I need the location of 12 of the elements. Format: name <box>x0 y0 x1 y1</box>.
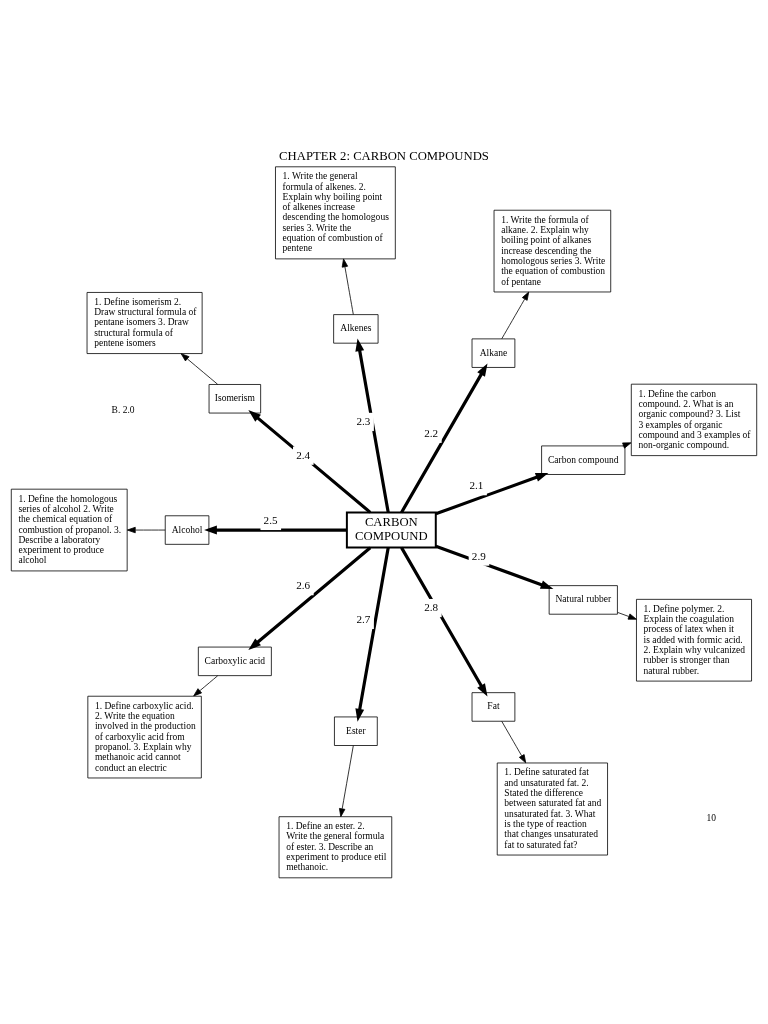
edge-label: 2.5 <box>263 514 278 527</box>
edge-label: 2.3 <box>356 415 371 428</box>
edge-label: 2.9 <box>471 549 486 562</box>
diagram-title: CHAPTER 2: CARBON COMPOUNDS <box>279 148 489 163</box>
edge-label: 2.2 <box>424 427 439 440</box>
edge-label: 2.4 <box>296 449 311 462</box>
edge-label: 2.7 <box>356 613 371 626</box>
edge-label: 2.1 <box>469 479 484 492</box>
label: 10 <box>706 812 716 823</box>
edge-label: 2.6 <box>296 579 311 592</box>
label: B. 2.0 <box>111 405 135 416</box>
edge-label: 2.8 <box>424 601 439 614</box>
